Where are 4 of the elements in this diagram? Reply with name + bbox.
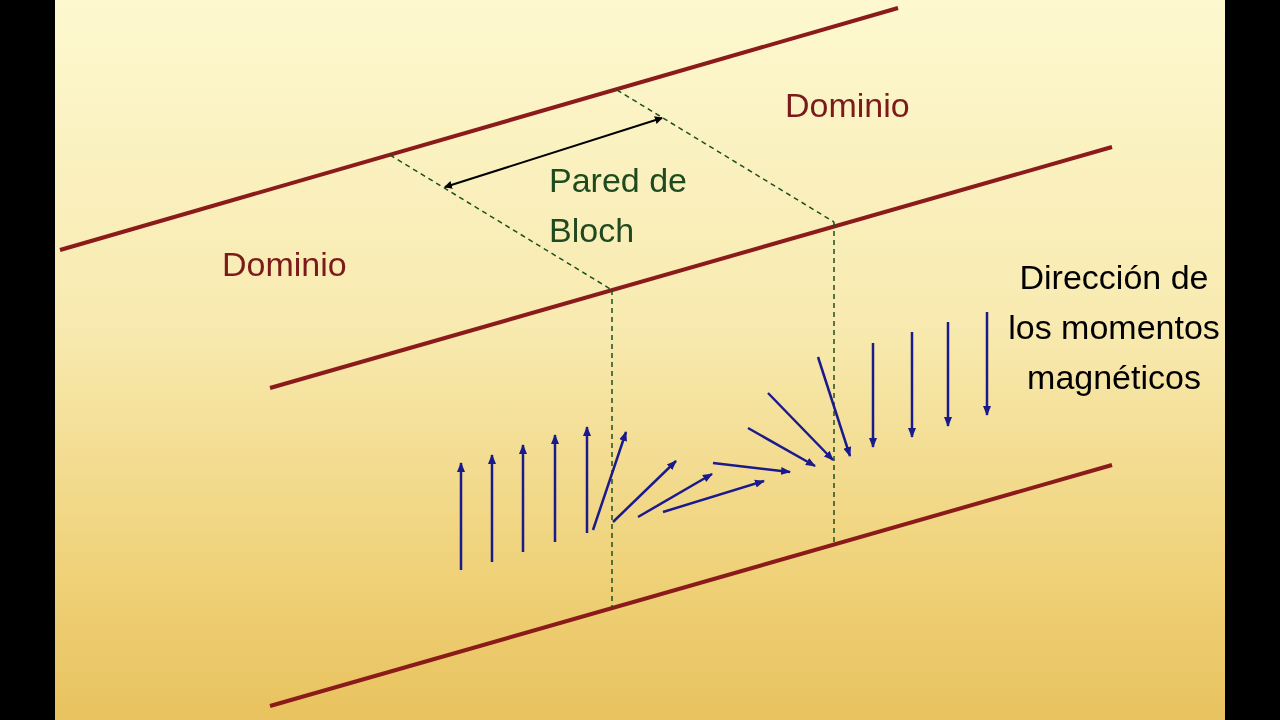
domain-label: Dominio bbox=[785, 85, 911, 126]
wall-label: Pared de Bloch bbox=[549, 160, 688, 251]
moment-direction-label: Dirección de los momentos magnéticos bbox=[1007, 257, 1221, 398]
domain-label: Dominio bbox=[222, 244, 348, 285]
